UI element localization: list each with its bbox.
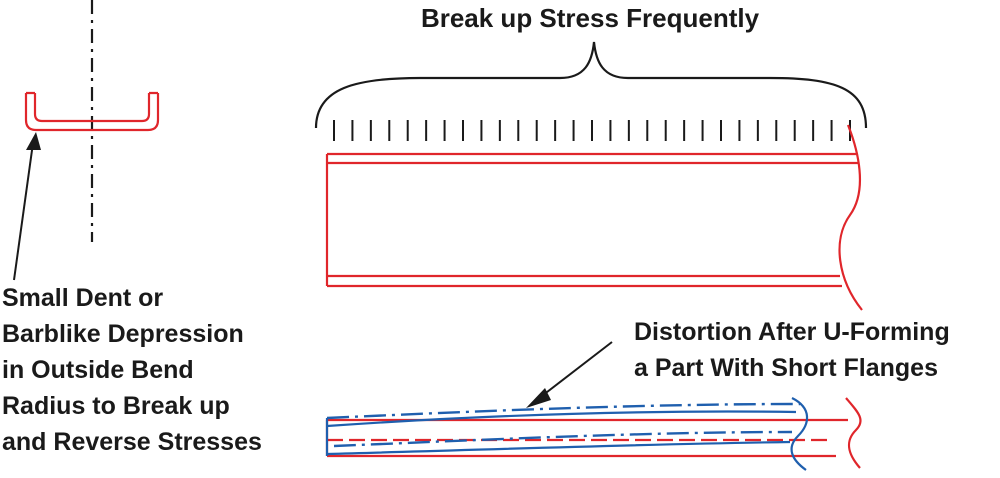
right-callout-line-1: Distortion After U-Forming bbox=[634, 318, 950, 346]
dent-pointer-line bbox=[13, 142, 34, 281]
distortion-pointer-arrowhead bbox=[526, 388, 551, 408]
dent-pointer-arrowhead bbox=[26, 132, 41, 150]
left-callout-line-5: and Reverse Stresses bbox=[2, 428, 262, 456]
diagram-title: Break up Stress Frequently bbox=[421, 3, 760, 33]
left-callout-line-4: Radius to Break up bbox=[2, 392, 230, 420]
left-callout-line-3: in Outside Bend bbox=[2, 356, 194, 384]
right-callout-line-2: a Part With Short Flanges bbox=[634, 354, 938, 382]
stress-brace bbox=[314, 41, 868, 129]
u-channel-profile bbox=[24, 91, 160, 132]
distorted-part-outline bbox=[325, 397, 809, 471]
left-callout-line-1: Small Dent or bbox=[2, 284, 163, 312]
left-callout-line-2: Barblike Depression bbox=[2, 320, 244, 348]
distortion-pointer-line bbox=[537, 341, 613, 400]
long-part-side-view bbox=[325, 124, 863, 311]
stress-tick-marks bbox=[333, 120, 851, 141]
